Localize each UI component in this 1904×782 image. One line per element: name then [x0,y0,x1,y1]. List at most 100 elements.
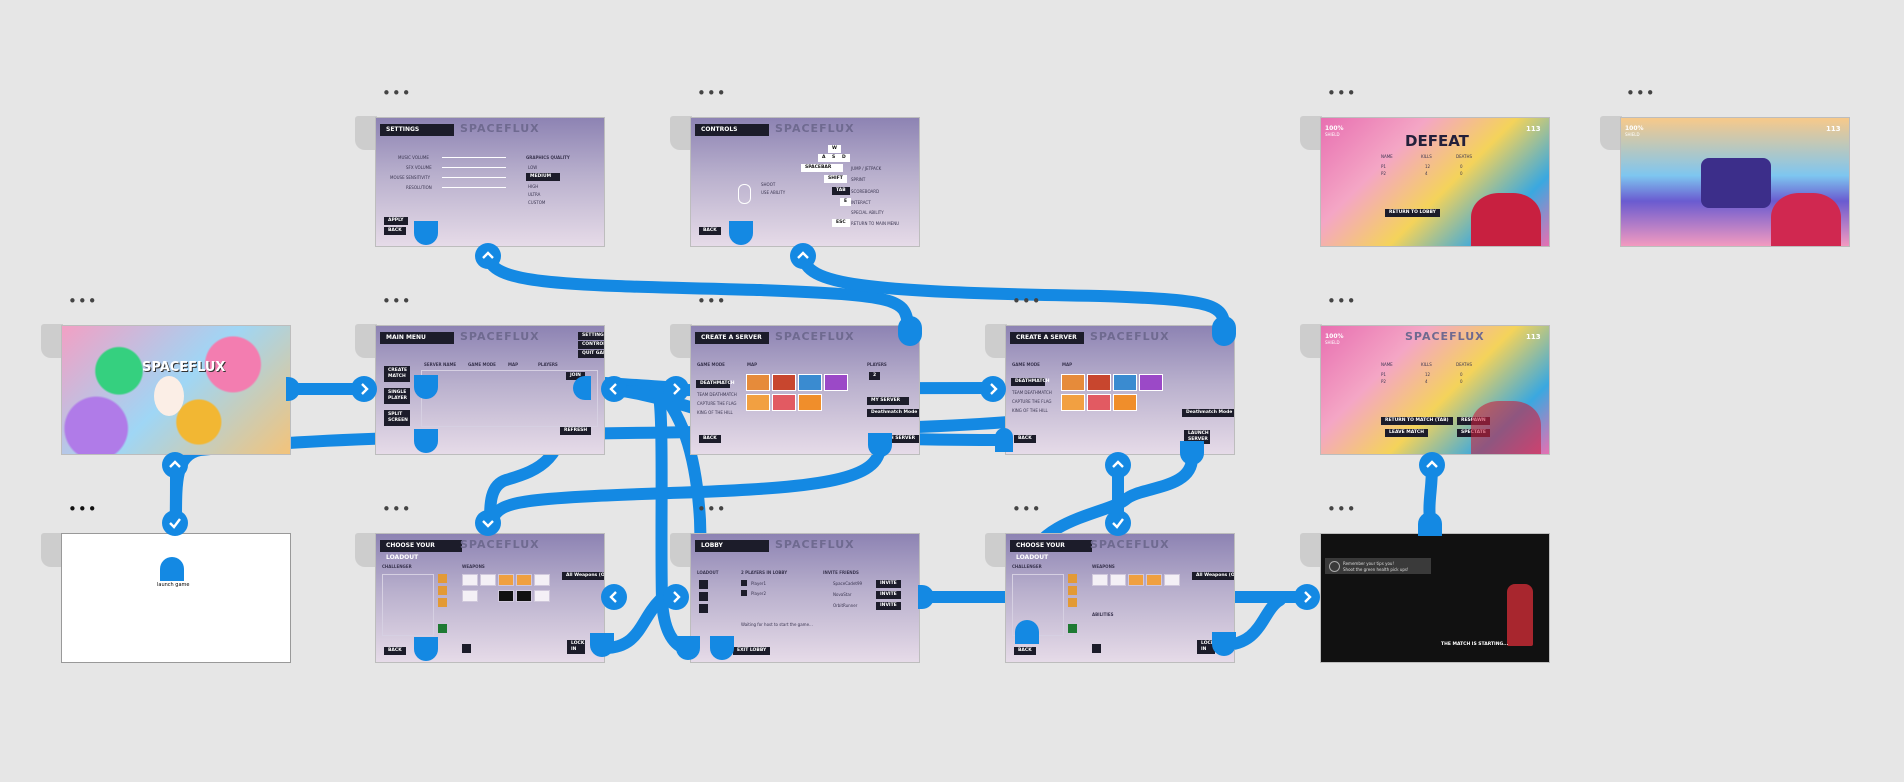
connector-handle[interactable] [1015,620,1039,644]
connector-handle[interactable] [414,221,438,245]
character-option[interactable] [1068,624,1077,633]
frame-menu-icon[interactable]: ••• [68,500,98,518]
connector-chevron-right-icon[interactable] [663,584,689,610]
game-mode-option[interactable]: KING OF THE HILL [697,410,733,415]
weapon-slot[interactable] [516,574,532,586]
map-thumb[interactable] [1139,374,1163,391]
music-slider[interactable] [442,157,506,158]
return-to-lobby-button[interactable]: RETURN TO LOBBY [1385,209,1440,217]
main-menu-screen[interactable]: MAIN MENU SPACEFLUX SETTINGS CONTROLS QU… [375,325,605,455]
graphics-option[interactable]: HIGH [528,184,539,189]
frame-menu-icon[interactable]: ••• [382,500,412,518]
weapon-slot[interactable] [498,574,514,586]
game-mode-option[interactable]: TEAM DEATHMATCH [697,392,737,397]
weapon-slot[interactable] [480,574,496,586]
graphics-option[interactable]: LOW [528,165,538,170]
frame-menu-icon[interactable]: ••• [382,292,412,310]
create-match-button[interactable]: CREATE MATCH [384,366,410,382]
lock-in-button[interactable]: LOCK IN [567,640,585,654]
back-button[interactable]: BACK [1014,435,1036,443]
connector-handle[interactable] [1212,316,1236,346]
map-thumb[interactable] [772,374,796,391]
character-option[interactable] [1068,598,1077,607]
back-button[interactable]: BACK [384,227,406,235]
launch-server-button[interactable]: LAUNCH SERVER [869,435,919,443]
invite-button[interactable]: INVITE [876,591,901,599]
back-button[interactable]: BACK [1014,647,1036,655]
connector-handle[interactable] [995,428,1013,452]
frame-menu-icon[interactable]: ••• [697,292,727,310]
character-option[interactable] [1068,586,1077,595]
connector-chevron-right-icon[interactable] [351,376,377,402]
sensitivity-slider[interactable] [442,177,506,178]
weapon-slot[interactable] [1092,574,1108,586]
connector-handle[interactable] [414,375,438,399]
players-value[interactable]: 2 [869,372,881,380]
exit-lobby-button[interactable]: EXIT LOBBY [733,647,771,655]
game-mode-option[interactable]: TEAM DEATHMATCH [1012,390,1052,395]
sfx-slider[interactable] [442,167,506,168]
frame-menu-icon[interactable]: ••• [68,292,98,310]
invite-button[interactable]: INVITE [876,602,901,610]
graphics-option[interactable]: ULTRA [528,192,541,197]
leave-match-button[interactable]: LEAVE MATCH [1385,429,1428,437]
connector-chevron-up-icon[interactable] [475,243,501,269]
connector-chevron-right-icon[interactable] [1294,584,1320,610]
character-option[interactable] [1092,644,1101,653]
arena-gameplay-screen[interactable]: 100% SHIELD 113 [1620,117,1850,247]
map-thumb[interactable] [1087,394,1111,411]
back-button[interactable]: BACK [699,227,721,235]
game-mode-option-selected[interactable]: DEATHMATCH [696,380,735,388]
weapon-slot[interactable] [1146,574,1162,586]
frame-menu-icon[interactable]: ••• [697,500,727,518]
connector-handle[interactable] [676,636,700,660]
map-thumb[interactable] [798,374,822,391]
character-option[interactable] [1068,574,1077,583]
connector-handle[interactable] [1418,512,1442,536]
connector-handle[interactable] [1180,441,1204,465]
frame-menu-icon[interactable]: ••• [1012,500,1042,518]
connector-handle[interactable] [590,633,614,657]
resolution-slider[interactable] [442,187,506,188]
game-mode-option[interactable]: CAPTURE THE FLAG [1012,399,1052,404]
frame-menu-icon[interactable]: ••• [1012,292,1042,310]
invite-button[interactable]: INVITE [876,580,901,588]
back-button[interactable]: BACK [384,647,406,655]
connector-chevron-up-icon[interactable] [162,452,188,478]
map-thumb[interactable] [746,394,770,411]
game-mode-option[interactable]: KING OF THE HILL [1012,408,1048,413]
return-to-match-button[interactable]: RETURN TO MATCH (TAB) [1381,417,1453,425]
connector-handle[interactable] [729,221,753,245]
weapon-slot[interactable] [534,590,550,602]
character-option[interactable] [462,644,471,653]
create-server-screen[interactable]: CREATE A SERVER SPACEFLUX GAME MODE DEAT… [1005,325,1235,455]
connector-handle[interactable] [918,585,934,609]
match-starting-screen[interactable]: Remember your tips you! Shoot the green … [1320,533,1550,663]
server-mode-toggle[interactable]: Deathmatch Mode (Off) [1182,409,1234,417]
map-thumb[interactable] [824,374,848,391]
weapon-slot[interactable] [462,590,478,602]
frame-menu-icon[interactable]: ••• [1327,84,1357,102]
weapon-slot[interactable] [462,574,478,586]
map-thumb[interactable] [1113,374,1137,391]
map-thumb[interactable] [1113,394,1137,411]
title-screen[interactable]: SPACEFLUX [61,325,291,455]
frame-menu-icon[interactable]: ••• [1327,500,1357,518]
split-screen-button[interactable]: SPLIT SCREEN [384,410,410,426]
connector-chevron-left-icon[interactable] [601,584,627,610]
connector-handle[interactable] [414,429,438,453]
loadout-screen[interactable]: CHOOSE YOUR LOADOUT SPACEFLUX CHALLENGER… [375,533,605,663]
character-option[interactable] [438,624,447,633]
game-mode-option[interactable]: CAPTURE THE FLAG [697,401,737,406]
connector-chevron-down-icon[interactable] [475,510,501,536]
game-mode-option-selected[interactable]: DEATHMATCH [1011,378,1050,386]
frame-menu-icon[interactable]: ••• [697,84,727,102]
weapon-slot[interactable] [516,590,532,602]
launch-server-button[interactable]: LAUNCH SERVER [1184,430,1210,444]
lock-in-button[interactable]: LOCK IN [1197,640,1215,654]
lobby-screen[interactable]: LOBBY SPACEFLUX LOADOUT 2 PLAYERS IN LOB… [690,533,920,663]
connector-chevron-up-icon[interactable] [790,243,816,269]
connector-handle[interactable] [573,376,591,400]
side-button[interactable]: CONTROLS [578,341,604,349]
join-button[interactable]: JOIN [566,372,585,380]
